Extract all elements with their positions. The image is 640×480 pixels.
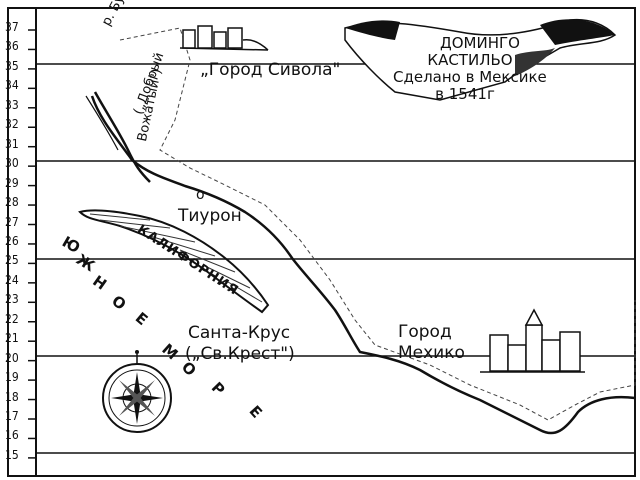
latitude-number-30: 30 — [5, 156, 19, 171]
tiburon-dot-label: о — [196, 187, 205, 203]
santa-cruz-label: Санта-Крус — [188, 323, 291, 343]
latitude-number-20: 20 — [5, 350, 19, 365]
mexico-city-label-line2: Мехико — [398, 343, 465, 363]
santa-cruz-translation: („Св.Крест") — [185, 344, 295, 364]
latitude-number-35: 35 — [5, 58, 19, 73]
latitude-number-33: 33 — [5, 97, 19, 112]
cartouche-line4: в 1541г — [435, 85, 495, 103]
latitude-number-34: 34 — [5, 78, 19, 93]
latitude-number-28: 28 — [5, 195, 19, 210]
latitude-number-17: 17 — [5, 409, 19, 423]
latitude-number-19: 19 — [5, 370, 19, 385]
latitude-number-26: 26 — [5, 233, 19, 248]
latitude-number-16: 16 — [5, 428, 19, 443]
latitude-number-31: 31 — [5, 136, 19, 151]
latitude-number-25: 25 — [5, 253, 19, 268]
mainland-coastline — [90, 95, 636, 435]
cartouche-line2: КАСТИЛЬО — [427, 51, 513, 69]
latitude-number-22: 22 — [5, 311, 19, 326]
cibola-label: „Город Сивола" — [200, 60, 341, 80]
latitude-number-32: 32 — [5, 117, 19, 132]
latitude-number-29: 29 — [5, 175, 19, 190]
mainland-hatching — [119, 27, 636, 421]
cartouche-line1: ДОМИНГО — [440, 34, 520, 52]
latitude-number-37: 37 — [5, 20, 19, 34]
map-frame — [7, 7, 636, 477]
cartouche-banner — [344, 18, 617, 101]
latitude-number-18: 18 — [5, 389, 19, 404]
compass-rose-icon — [102, 350, 172, 433]
river-bueno-guia — [93, 91, 151, 183]
cibola-city-icon — [179, 25, 269, 51]
latitude-ticks — [28, 29, 36, 459]
river-bank — [85, 95, 119, 151]
cartouche-line3: Сделано в Мексике — [393, 68, 547, 86]
mexico-city-icon — [480, 308, 585, 373]
latitude-number-27: 27 — [5, 214, 19, 229]
peninsula-hatching — [89, 213, 263, 303]
latitude-number-15: 15 — [5, 447, 19, 462]
tiburon-label: Тиурон — [178, 206, 242, 226]
latitude-number-21: 21 — [5, 331, 19, 346]
latitude-number-23: 23 — [5, 292, 19, 307]
latitude-number-24: 24 — [5, 272, 19, 287]
mexico-city-label-line1: Город — [398, 322, 452, 342]
latitude-number-36: 36 — [5, 39, 19, 54]
